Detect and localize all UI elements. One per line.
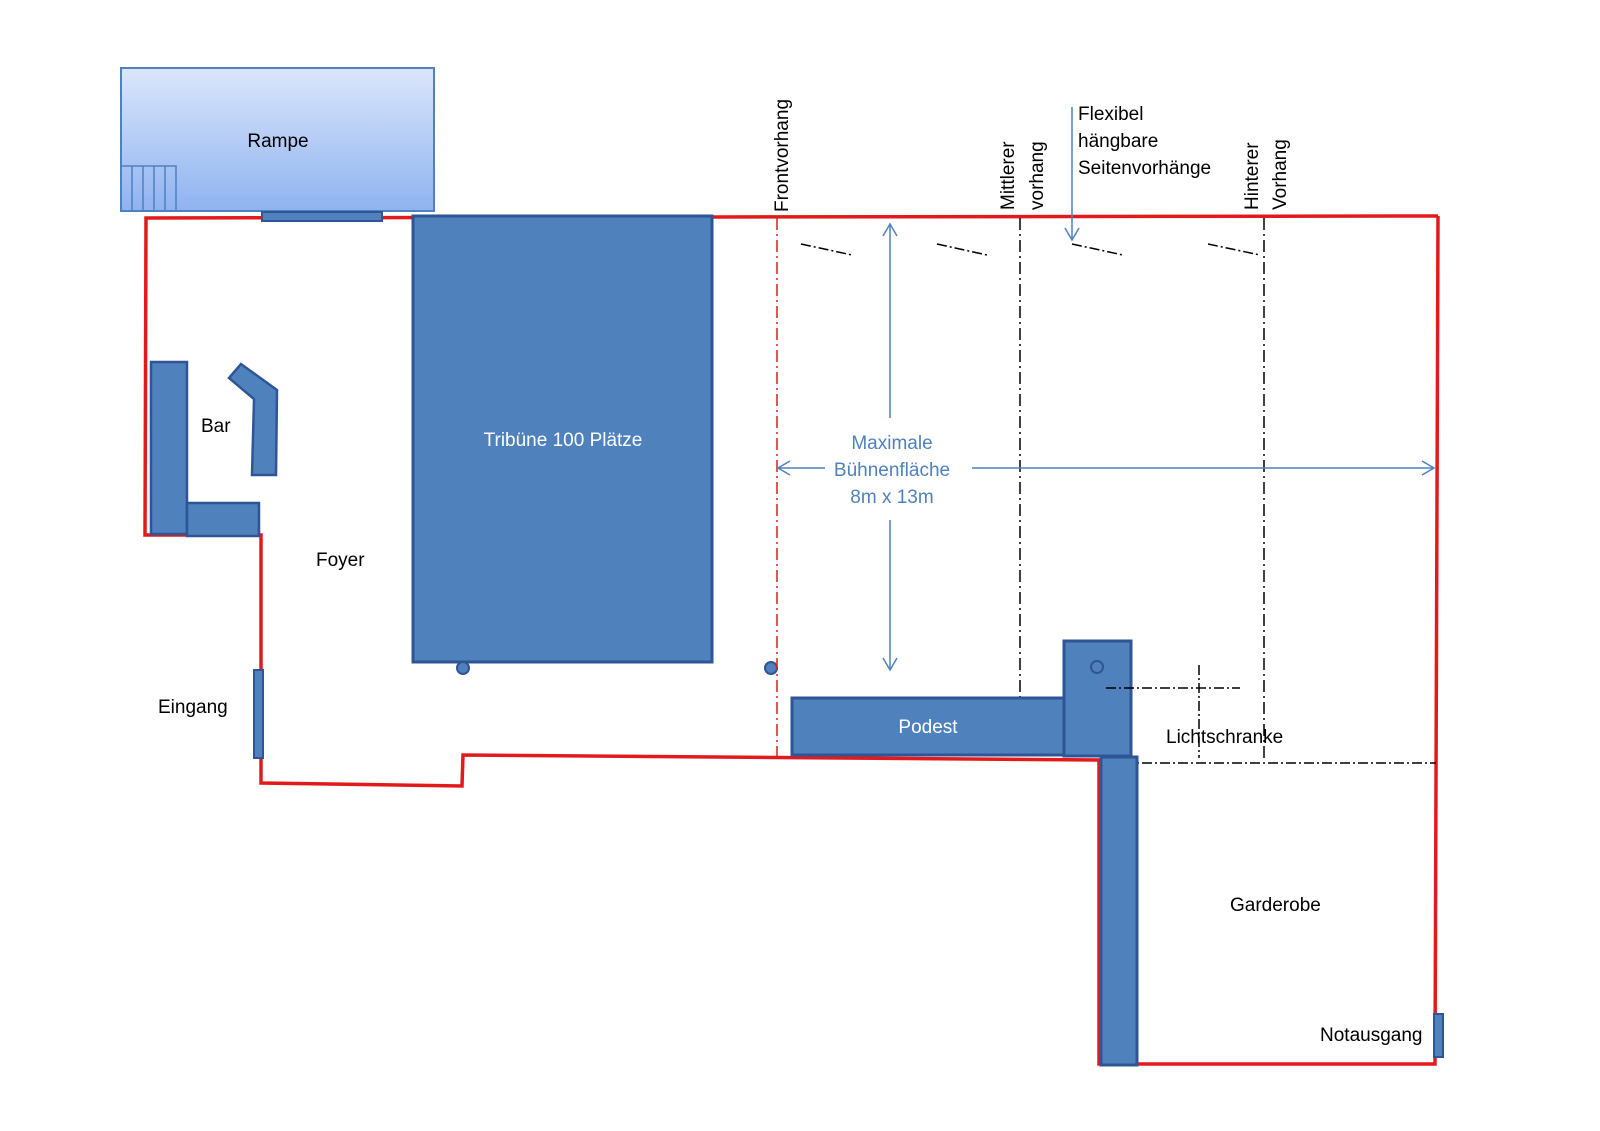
eingang-label: Eingang: [158, 697, 228, 718]
notausgang-label: Notausgang: [1320, 1025, 1422, 1046]
buehnenflaeche-label-3: 8m x 13m: [850, 487, 933, 508]
bar-counter-angled: [227, 362, 279, 477]
stage-column: [764, 661, 778, 675]
seitenvorhaenge-label-1: Flexibel: [1078, 104, 1143, 125]
hinterer-vorhang-label-1: Hinterer: [1242, 142, 1263, 210]
mittlerer-vorhang-label-2: vorhang: [1027, 141, 1048, 210]
rampe-label: Rampe: [247, 131, 308, 152]
tribuene-label: Tribüne 100 Plätze: [484, 430, 643, 451]
buehnenflaeche-label-2: Bühnenfläche: [834, 460, 950, 481]
frontvorhang-label: Frontvorhang: [772, 99, 793, 212]
notausgang-door: [1433, 1013, 1444, 1058]
eingang-door: [253, 669, 264, 759]
bar-label: Bar: [201, 416, 231, 437]
rampe-stairs: [120, 165, 177, 212]
outer-wall: [143, 214, 1440, 1066]
buehnenflaeche-label-1: Maximale: [851, 433, 932, 454]
bar-counter-horizontal: [185, 501, 261, 538]
tribuene: [411, 214, 714, 664]
ramp-door: [261, 211, 383, 222]
podest-label: Podest: [898, 717, 958, 738]
lichtschranke-label: Lichtschranke: [1166, 727, 1283, 748]
side-curtains: [800, 243, 1261, 256]
mittlerer-vorhang-label-1: Mittlerer: [998, 141, 1019, 210]
dimension-arrows: [776, 222, 1436, 672]
garderobe-label: Garderobe: [1230, 895, 1321, 916]
seitenvorhang-arrowhead: [1064, 227, 1080, 242]
podest-block: [1062, 639, 1133, 758]
garderobe-wall: [1099, 755, 1139, 1067]
bar-counter-vertical: [149, 360, 189, 536]
rampe-area: [120, 67, 435, 212]
seitenvorhaenge-label-3: Seitenvorhänge: [1078, 158, 1211, 179]
podest-block-column: [1090, 660, 1104, 674]
seitenvorhaenge-label-2: hängbare: [1078, 131, 1158, 152]
hinterer-vorhang-label-2: Vorhang: [1270, 139, 1291, 210]
tribuene-column: [456, 661, 470, 675]
lichtschranke-lines: [1106, 665, 1436, 764]
foyer-label: Foyer: [316, 550, 365, 571]
